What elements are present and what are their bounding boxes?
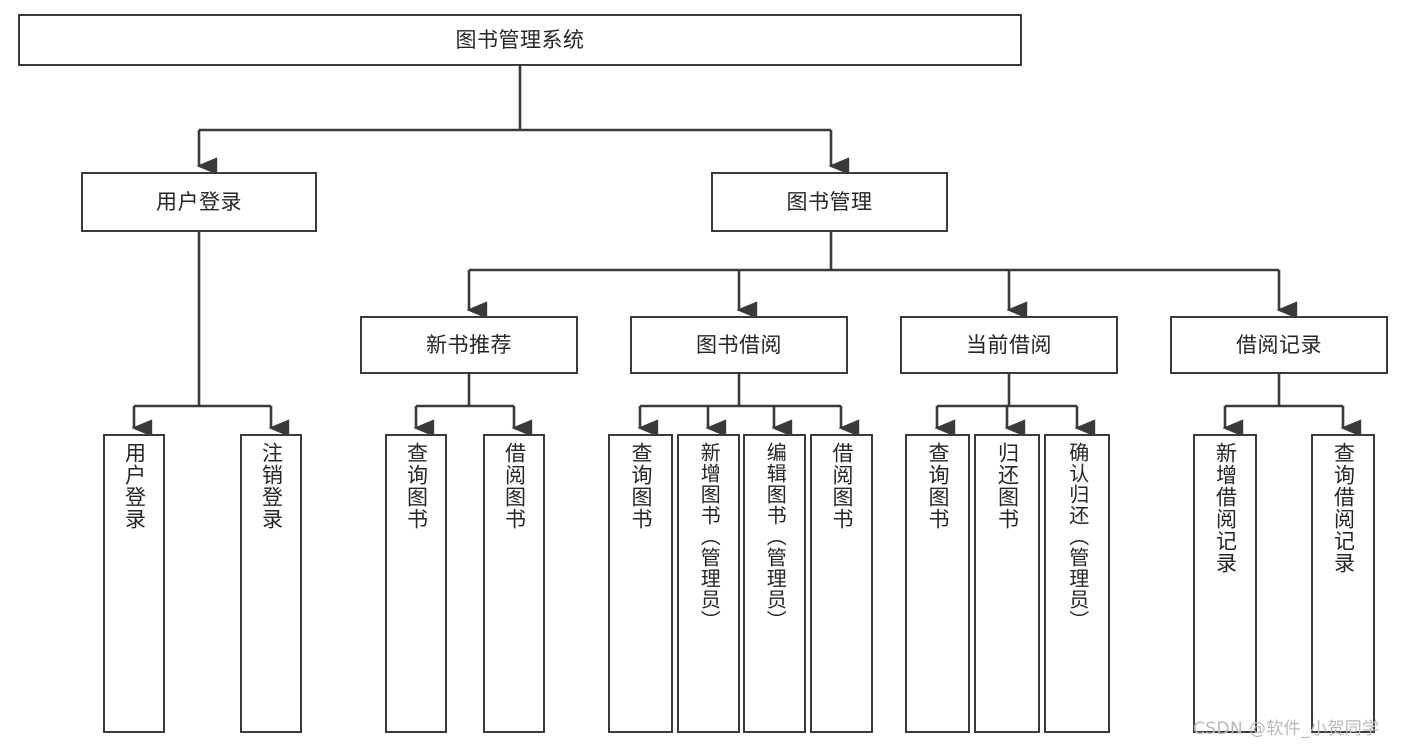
node-root-system[interactable]: 图书管理系统 [18,14,1022,66]
node-label: 图书管理系统 [455,27,585,52]
node-label: 新增借阅记录 [1213,442,1238,574]
node-label: 查询图书 [628,442,653,530]
node-label: 借阅记录 [1236,332,1322,357]
node-label: 当前借阅 [966,332,1052,357]
node-label: 用户登录 [122,442,147,530]
node-leaf-edit-book[interactable]: 编辑图书（管理员） [743,434,806,733]
node-leaf-add-borrow-record[interactable]: 新增借阅记录 [1193,434,1257,733]
node-label: 归还图书 [995,442,1020,530]
node-leaf-logout[interactable]: 注销登录 [240,434,302,733]
node-leaf-return-book[interactable]: 归还图书 [974,434,1040,733]
node-label: 注销登录 [259,442,284,530]
node-current-borrow[interactable]: 当前借阅 [900,316,1118,374]
node-label: 查询图书 [404,442,429,530]
node-label: 借阅图书 [502,442,527,530]
csdn-watermark: CSDN @软件_小贺同学 [1193,719,1380,739]
node-leaf-query-book-borrow[interactable]: 查询图书 [608,434,673,733]
node-label: 用户登录 [156,189,242,214]
node-new-book-recommend[interactable]: 新书推荐 [360,316,578,374]
node-label: 借阅图书 [829,442,854,530]
node-label: 查询借阅记录 [1331,442,1356,574]
node-leaf-borrow-book[interactable]: 借阅图书 [810,434,873,733]
node-leaf-query-borrow-record[interactable]: 查询借阅记录 [1311,434,1375,733]
node-leaf-user-login[interactable]: 用户登录 [103,434,165,733]
node-label: 新书推荐 [426,332,512,357]
node-book-manage[interactable]: 图书管理 [711,172,948,232]
node-leaf-query-book-recommend[interactable]: 查询图书 [385,434,447,733]
node-leaf-query-book-current[interactable]: 查询图书 [905,434,970,733]
node-label: 编辑图书（管理员） [763,442,788,631]
node-book-borrow[interactable]: 图书借阅 [630,316,848,374]
node-user-login[interactable]: 用户登录 [81,172,317,232]
node-leaf-add-book[interactable]: 新增图书（管理员） [677,434,740,733]
node-label: 图书借阅 [696,332,782,357]
node-leaf-borrow-book-recommend[interactable]: 借阅图书 [483,434,545,733]
node-label: 查询图书 [925,442,950,530]
node-leaf-confirm-return[interactable]: 确认归还（管理员） [1044,434,1110,733]
node-borrow-record[interactable]: 借阅记录 [1170,316,1388,374]
node-label: 确认归还（管理员） [1065,442,1090,631]
node-label: 新增图书（管理员） [697,442,722,631]
node-label: 图书管理 [786,189,873,214]
